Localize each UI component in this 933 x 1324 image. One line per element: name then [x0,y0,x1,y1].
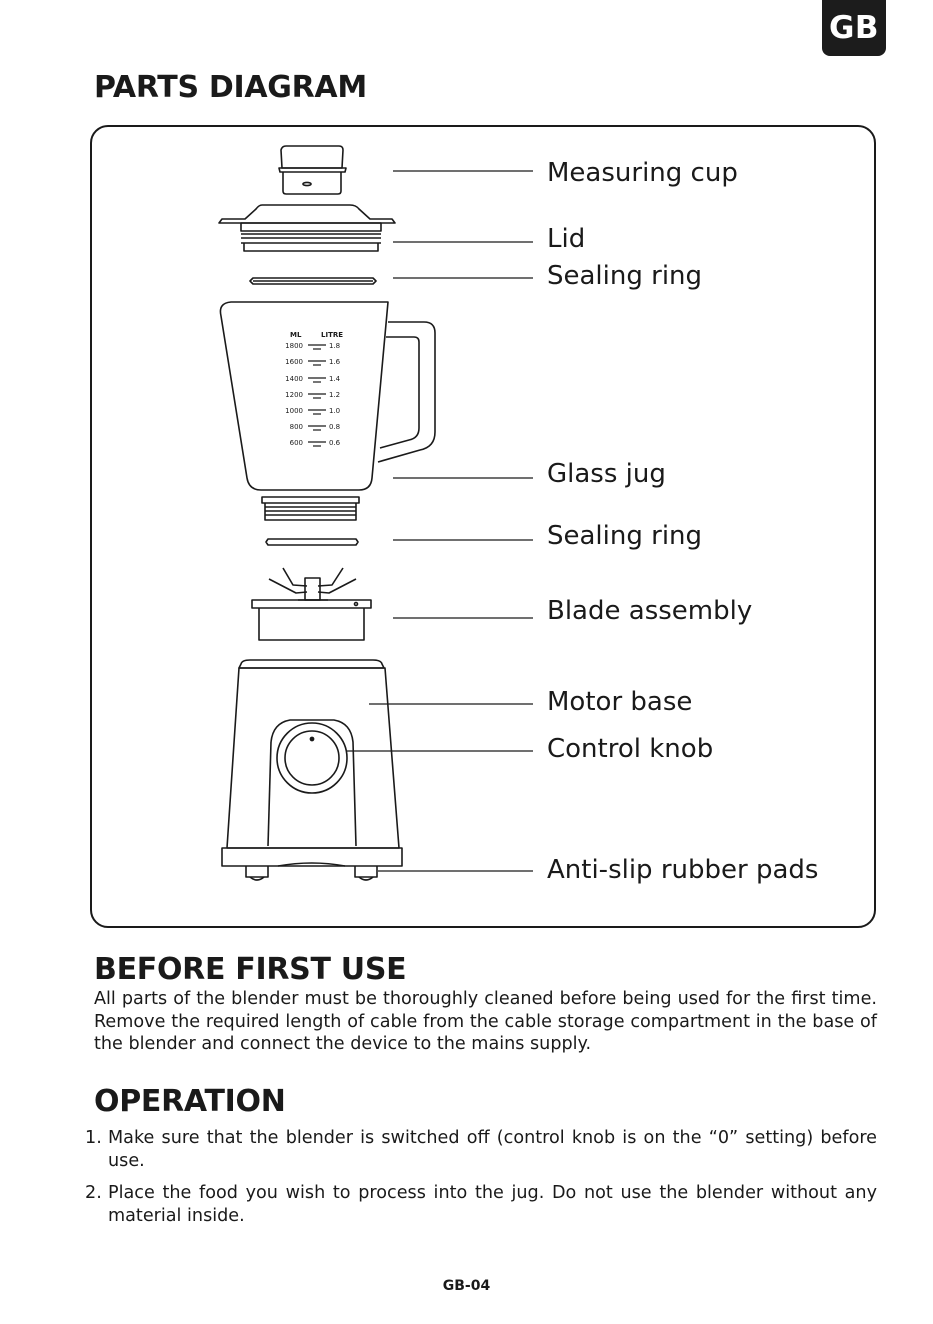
label-anti-slip-rubber-pads: Anti-slip rubber pads [547,855,819,885]
label-motor-base: Motor base [547,687,693,717]
operation-title: OPERATION [94,1084,286,1119]
label-sealing-ring-top: Sealing ring [547,261,703,291]
lower-sealing-ring-drawing [265,538,359,546]
blade-assembly-drawing [251,567,372,641]
page-number: GB-04 [442,1278,491,1294]
label-sealing-ring-bottom: Sealing ring [547,521,703,551]
parts-diagram-frame [90,125,876,928]
before-first-use-title: BEFORE FIRST USE [94,952,407,987]
scale-ml-800: 800 [290,423,303,431]
top-sealing-ring-drawing [249,277,377,285]
scale-litre-1.6: 1.6 [329,358,341,366]
operation-step-2: 2. Place the food you wish to process in… [85,1182,877,1227]
scale-litre-1.2: 1.2 [329,391,340,399]
label-control-knob: Control knob [547,734,714,764]
scale-ml-1400: 1400 [285,375,303,383]
step-text: Place the food you wish to process into … [108,1183,877,1226]
measuring-cup-drawing [278,145,347,195]
leader-lines [347,170,533,872]
scale-ml-1600: 1600 [285,358,303,366]
step-number: 2. [85,1183,102,1203]
lid-drawing [218,204,396,252]
scale-litre-1.0: 1.0 [329,407,340,415]
before-first-use-text: All parts of the blender must be thoroug… [94,989,877,1054]
language-tab: GB [822,0,886,56]
control-knob-drawing [276,722,348,794]
scale-ml-1800: 1800 [285,342,303,350]
scale-litre-0.8: 0.8 [329,423,340,431]
label-measuring-cup: Measuring cup [547,158,738,188]
glass-jug-drawing [219,301,436,521]
jug-scale-ticks [308,344,326,447]
label-glass-jug: Glass jug [547,459,666,489]
scale-ml-600: 600 [290,439,303,447]
operation-step-1: 1. Make sure that the blender is switche… [85,1127,877,1172]
label-lid: Lid [547,224,586,254]
label-blade-assembly: Blade assembly [547,596,753,626]
scale-ml-1000: 1000 [285,407,303,415]
motor-base-drawing [221,659,403,881]
parts-diagram-title: PARTS DIAGRAM [94,70,367,105]
scale-litre-header: LITRE [321,331,343,339]
scale-litre-1.4: 1.4 [329,375,341,383]
scale-ml-1200: 1200 [285,391,303,399]
scale-litre-0.6: 0.6 [329,439,341,447]
scale-ml-header: ML [290,331,302,339]
step-text: Make sure that the blender is switched o… [108,1128,877,1171]
step-number: 1. [85,1128,102,1148]
blender-illustration: ML LITRE 1800 1600 1400 1200 1000 800 60… [218,145,533,881]
scale-litre-1.8: 1.8 [329,342,340,350]
